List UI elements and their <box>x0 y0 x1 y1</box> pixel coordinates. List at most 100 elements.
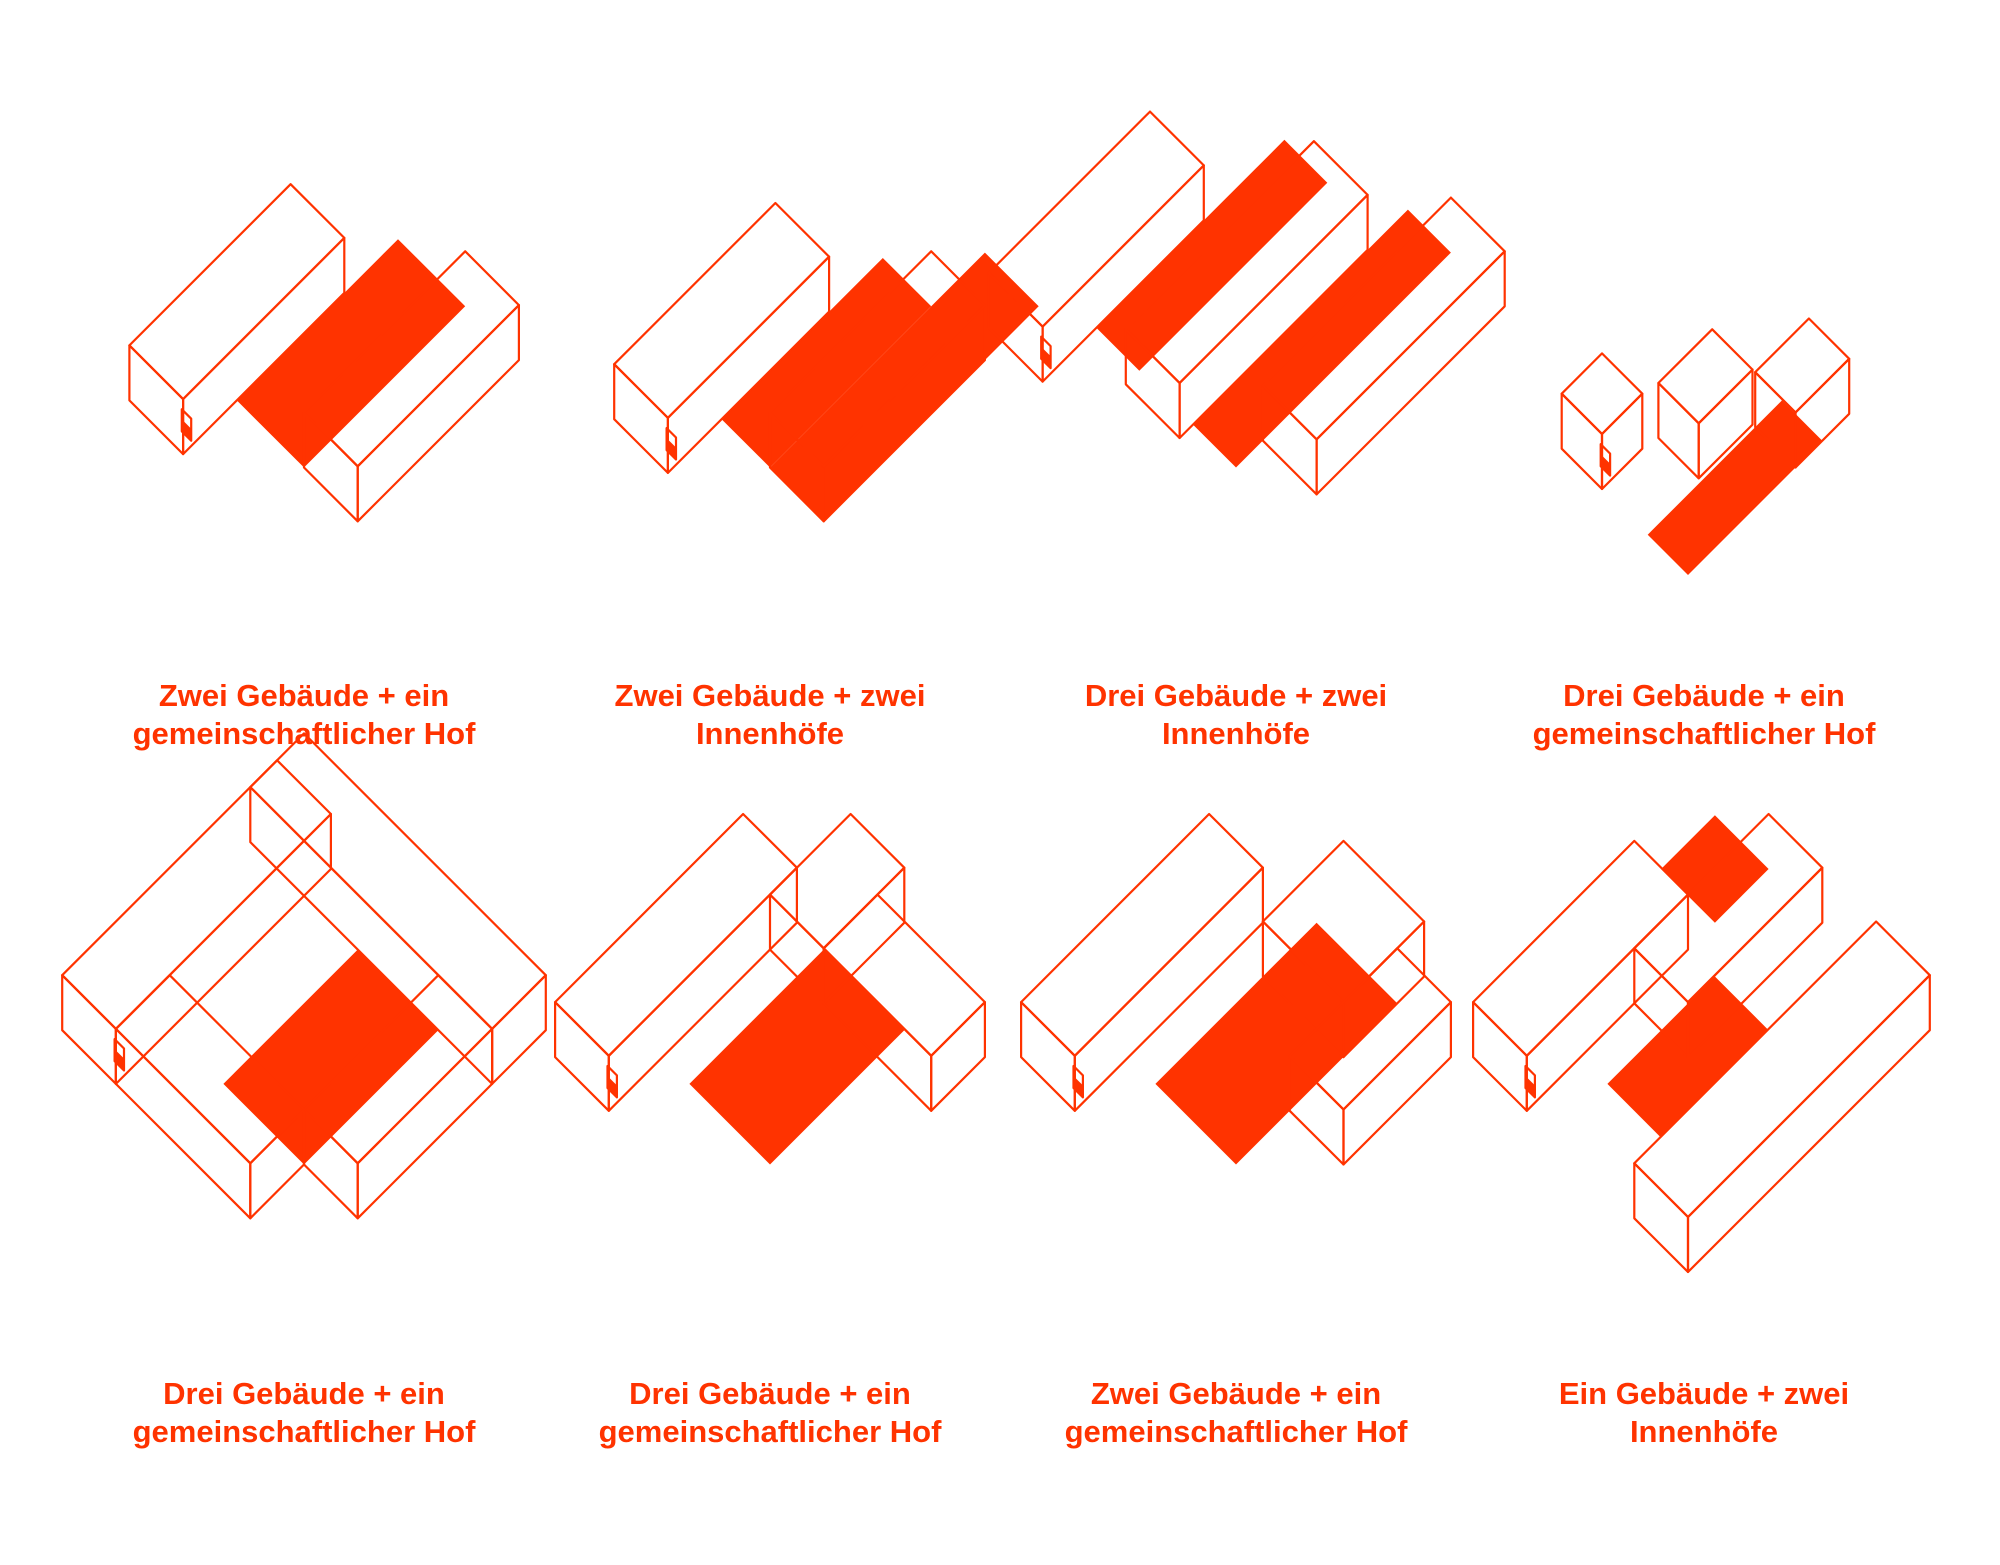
building-2-1 <box>613 201 831 474</box>
building-2-2 <box>768 250 987 523</box>
building-2-2-roof <box>768 250 987 468</box>
building-2-1-facade-left <box>613 363 670 474</box>
building-4-3-facade-left <box>1560 392 1604 491</box>
courtyard-1-1 <box>236 239 466 468</box>
courtyard-7-1 <box>1155 922 1398 1165</box>
building-3-2-roof <box>1124 140 1369 385</box>
diagram-zwei-gebaeude-ein-hof-b <box>1019 812 1453 1166</box>
building-6-2-roof <box>822 893 987 1057</box>
caption-8-line-2: Innenhöfe <box>1629 1414 1779 1449</box>
building-4-2 <box>1657 328 1754 480</box>
building-5-1-roof <box>61 759 332 1031</box>
building-7-3-roof <box>1288 947 1453 1111</box>
caption-7-line-1: Zwei Gebäude + ein <box>1090 1376 1382 1411</box>
building-8-3 <box>1633 920 1931 1274</box>
building-8-2 <box>1471 839 1690 1112</box>
entrance-5-shadow <box>114 1049 124 1071</box>
building-5-2-facade-right <box>491 974 547 1086</box>
caption-5-line-1: Drei Gebäude + ein <box>163 1376 445 1411</box>
building-1-2 <box>302 250 521 523</box>
building-4-1 <box>1754 317 1851 469</box>
building-6-2-facade-right <box>930 1000 987 1112</box>
building-1-1-roof <box>128 183 346 401</box>
building-3-1-roof <box>987 110 1205 328</box>
caption-1-line-1: Zwei Gebäude + ein <box>158 678 450 713</box>
building-1-1 <box>128 183 346 456</box>
building-4-3 <box>1560 352 1644 491</box>
caption-1: Zwei Gebäude + ein gemeinschaftlicher Ho… <box>84 677 524 753</box>
courtyard-3-1 <box>1193 209 1451 468</box>
building-4-2-roof <box>1657 328 1754 425</box>
caption-2-line-1: Zwei Gebäude + zwei <box>614 678 926 713</box>
caption-8: Ein Gebäude + zwei Innenhöfe <box>1484 1375 1924 1451</box>
building-5-1-facade-left <box>61 974 118 1086</box>
caption-7-line-2: gemeinschaftlicher Hof <box>1064 1414 1408 1449</box>
building-7-2-facade-left <box>1019 1000 1076 1112</box>
caption-3: Drei Gebäude + zwei Innenhöfe <box>1016 677 1456 753</box>
building-8-3-roof <box>1633 920 1931 1219</box>
building-5-4 <box>114 974 306 1220</box>
caption-4: Drei Gebäude + ein gemeinschaftlicher Ho… <box>1484 677 1924 753</box>
entrance-7-shadow <box>1073 1076 1083 1098</box>
caption-6-line-2: gemeinschaftlicher Hof <box>598 1414 942 1449</box>
diagram-drei-gebaeude-ein-hof-c <box>553 812 987 1165</box>
caption-8-line-1: Ein Gebäude + zwei <box>1558 1376 1850 1411</box>
caption-7: Zwei Gebäude + ein gemeinschaftlicher Ho… <box>1016 1375 1456 1451</box>
building-6-3-roof <box>553 812 799 1057</box>
building-6-2 <box>822 893 987 1112</box>
building-8-3-facade-left <box>1633 1162 1690 1274</box>
caption-2: Zwei Gebäude + zwei Innenhöfe <box>550 677 990 753</box>
caption-5: Drei Gebäude + ein gemeinschaftlicher Ho… <box>84 1375 524 1451</box>
entrance-3 <box>1040 335 1052 370</box>
building-7-2-roof <box>1019 812 1265 1057</box>
building-3-3-roof <box>1261 196 1506 441</box>
building-3-2 <box>1124 140 1369 440</box>
building-5-4-roof <box>114 974 306 1165</box>
entrance-4-shadow <box>1600 454 1611 476</box>
courtyard-4-1 <box>1647 400 1823 575</box>
building-7-3 <box>1288 947 1453 1166</box>
diagram-zwei-gebaeude-ein-hof <box>128 183 521 523</box>
building-3-3 <box>1261 196 1506 496</box>
caption-6-line-1: Drei Gebäude + ein <box>629 1376 911 1411</box>
entrance-2-shadow <box>666 438 676 460</box>
building-5-4-facade-left <box>114 1027 252 1220</box>
diagram-zwei-gebaeude-zwei-innenhoefe <box>613 201 1039 523</box>
building-6-3-facade-left <box>553 1000 610 1112</box>
caption-4-line-1: Drei Gebäude + ein <box>1563 678 1845 713</box>
diagram-ein-gebaeude-zwei-innenhoefe <box>1471 812 1931 1274</box>
entrance-1-shadow <box>181 419 192 441</box>
building-3-1 <box>987 110 1205 383</box>
building-8-2-facade-left <box>1471 1000 1528 1112</box>
caption-2-line-2: Innenhöfe <box>695 716 845 751</box>
diagram-drei-gebaeude-ein-hof-a <box>1560 317 1851 575</box>
courtyard-3-2 <box>1096 139 1328 371</box>
building-1-2-roof <box>302 250 521 468</box>
building-4-1-roof <box>1754 317 1851 414</box>
caption-6: Drei Gebäude + ein gemeinschaftlicher Ho… <box>550 1375 990 1451</box>
caption-1-line-2: gemeinschaftlicher Hof <box>132 716 476 751</box>
caption-3-line-2: Innenhöfe <box>1161 716 1311 751</box>
courtyard-6-1 <box>689 949 905 1165</box>
building-4-2-facade-left <box>1657 381 1700 480</box>
building-5-2-roof <box>249 732 547 1031</box>
diagram-drei-gebaeude-ein-hof-b <box>61 732 547 1220</box>
entrance-3-shadow <box>1041 346 1051 369</box>
building-7-2 <box>1019 812 1265 1112</box>
courtyard-5-1 <box>223 949 439 1165</box>
building-6-3 <box>553 812 799 1112</box>
caption-4-line-2: gemeinschaftlicher Hof <box>1532 716 1876 751</box>
entrance-8-shadow <box>1525 1076 1535 1098</box>
caption-5-line-2: gemeinschaftlicher Hof <box>132 1414 476 1449</box>
building-5-3-roof <box>302 974 494 1165</box>
entrance-6-shadow <box>607 1076 617 1098</box>
building-4-3-roof <box>1560 352 1644 436</box>
caption-3-line-1: Drei Gebäude + zwei <box>1084 678 1388 713</box>
building-2-1-roof <box>613 201 831 419</box>
building-1-1-facade-left <box>128 344 185 456</box>
building-8-2-roof <box>1471 839 1690 1057</box>
entrance-4 <box>1599 443 1612 477</box>
building-8-1-roof <box>1633 812 1824 1004</box>
diagram-drei-gebaeude-zwei-innenhoefe <box>987 110 1506 496</box>
